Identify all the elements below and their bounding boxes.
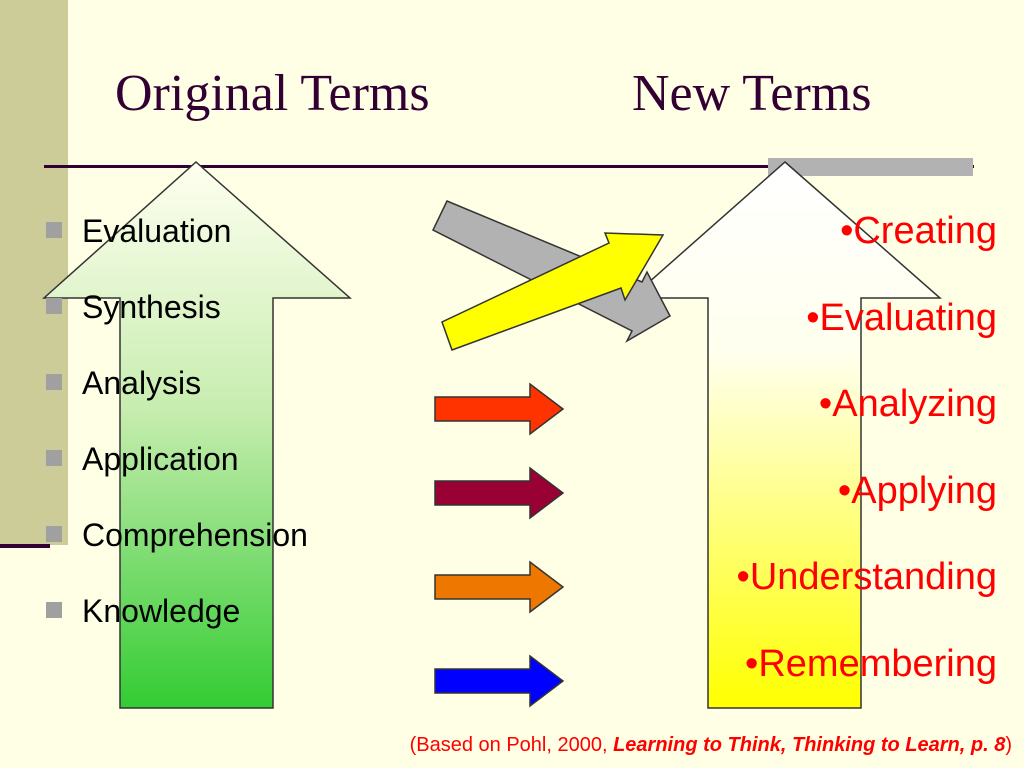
- square-bullet-icon: [46, 602, 62, 618]
- original-term-label: Application: [82, 441, 239, 477]
- new-term-item: •Analyzing: [818, 383, 997, 426]
- title-original-terms: Original Terms: [115, 65, 430, 122]
- square-bullet-icon: [46, 222, 62, 238]
- new-term-item: •Remembering: [745, 642, 997, 685]
- citation-title: Learning to Think, Thinking to Learn, p.…: [613, 734, 1006, 756]
- citation: (Based on Pohl, 2000, Learning to Think,…: [410, 734, 1012, 757]
- new-terms-list: •Creating •Evaluating •Analyzing •Applyi…: [737, 208, 997, 728]
- original-term-item: Evaluation: [46, 210, 308, 286]
- square-bullet-icon: [46, 526, 62, 542]
- original-term-item: Knowledge: [46, 590, 308, 666]
- original-term-item: Analysis: [46, 362, 308, 438]
- original-term-item: Comprehension: [46, 514, 308, 590]
- new-term-item: •Creating: [840, 210, 997, 252]
- square-bullet-icon: [46, 450, 62, 466]
- original-term-label: Comprehension: [82, 517, 308, 553]
- left-accent-line: [0, 544, 50, 548]
- knowledge-to-remembering-blue-arrow: [434, 654, 565, 708]
- citation-prefix: (Based on Pohl, 2000,: [409, 734, 614, 756]
- original-terms-list: Evaluation Synthesis Analysis Applicatio…: [46, 210, 308, 666]
- new-term-item: •Understanding: [736, 556, 997, 599]
- original-term-label: Knowledge: [82, 593, 241, 629]
- application-to-applying-maroon-arrow: [434, 466, 565, 520]
- comprehension-to-understanding-orange-arrow: [434, 560, 565, 614]
- title-divider: [44, 165, 974, 168]
- title-new-terms: New Terms: [632, 65, 872, 122]
- square-bullet-icon: [46, 298, 62, 314]
- new-term-item: •Applying: [837, 469, 997, 512]
- original-term-label: Evaluation: [82, 213, 232, 249]
- original-term-label: Synthesis: [82, 289, 221, 325]
- new-term-item: •Evaluating: [806, 296, 997, 339]
- square-bullet-icon: [46, 374, 62, 390]
- citation-suffix: ): [1005, 734, 1012, 756]
- analysis-to-analyzing-red-arrow: [434, 382, 565, 436]
- original-term-item: Application: [46, 438, 308, 514]
- title-accent-bar: [768, 158, 973, 176]
- original-term-label: Analysis: [82, 365, 202, 401]
- original-term-item: Synthesis: [46, 286, 308, 362]
- evaluation-to-evaluating-yellow-arrow: [441, 232, 665, 351]
